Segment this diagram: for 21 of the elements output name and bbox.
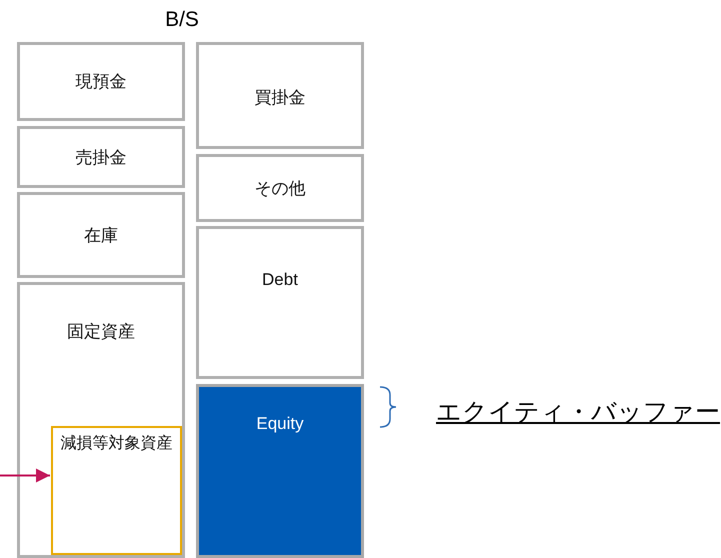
balance-sheet-box	[196, 154, 364, 222]
box-label: 売掛金	[74, 147, 128, 168]
balance-sheet-box	[17, 42, 185, 121]
balance-sheet-box	[196, 226, 364, 379]
annotation-text: エクイティ・バッファー	[436, 397, 720, 428]
box-label: Debt	[261, 269, 299, 290]
balance-sheet-box	[196, 42, 364, 149]
balance-sheet-box	[17, 282, 185, 558]
box-label: 在庫	[83, 225, 119, 246]
box-label: 買掛金	[254, 87, 306, 108]
balance-sheet-box	[196, 384, 364, 558]
box-label: その他	[254, 178, 306, 200]
balance-sheet-box	[17, 192, 185, 278]
chart-title: B/S	[164, 8, 200, 32]
highlight-box	[51, 426, 182, 555]
box-label: 現預金	[74, 71, 128, 92]
box-label: 固定資産	[66, 321, 136, 342]
box-label: 減損等対象資産	[60, 434, 174, 454]
arrow	[0, 468, 50, 482]
box-label: Equity	[255, 413, 305, 434]
balance-sheet-box	[17, 126, 185, 188]
